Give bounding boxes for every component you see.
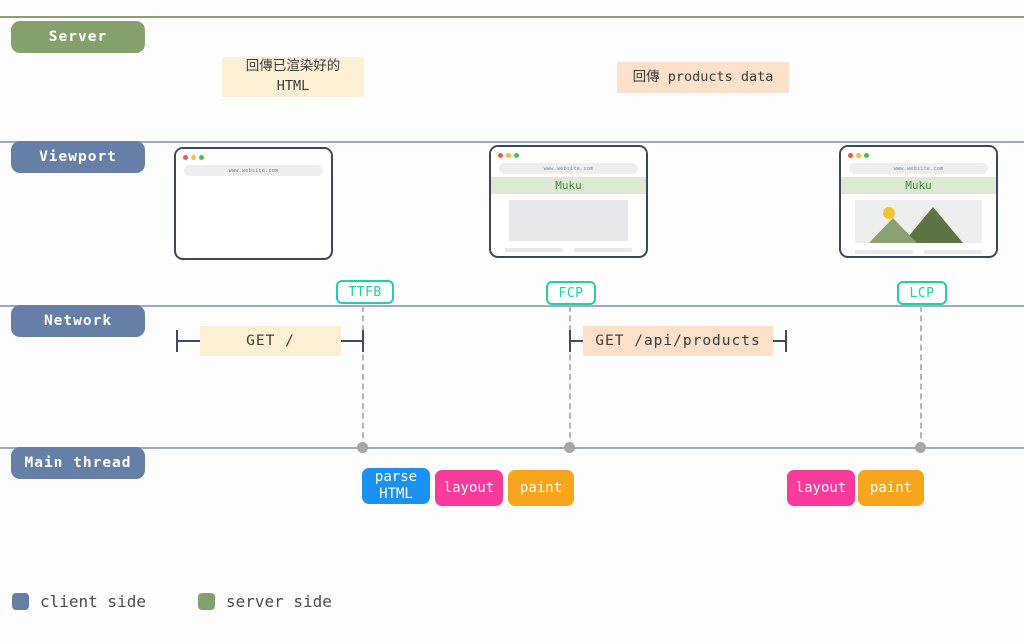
marker-line-ttfb: [362, 296, 364, 448]
main-thread-node-fcp: [564, 442, 575, 453]
browser-url-bar-3: www.website.com: [849, 163, 988, 174]
skeleton-line: [505, 256, 563, 258]
minimize-dot-icon: [191, 154, 196, 160]
hero-placeholder-skeleton: [509, 200, 628, 241]
message-products-response: 回傳 products data: [617, 62, 789, 93]
lane-label-viewport-text: Viewport: [39, 149, 117, 165]
maximize-dot-icon: [514, 152, 519, 158]
lane-line-main-thread: [0, 447, 1024, 449]
message-html-response-line2: HTML: [276, 78, 310, 94]
maximize-dot-icon: [864, 152, 869, 158]
main-thread-node-ttfb: [357, 442, 368, 453]
task-layout-1-text: layout: [443, 479, 495, 496]
metric-badge-lcp: LCP: [897, 281, 947, 305]
text-skeleton-rows-3: [855, 250, 982, 256]
main-thread-task-parse-html: parse HTML: [362, 468, 430, 504]
site-title-banner-3: Muku: [841, 177, 996, 194]
network-request-get-api-products: GET /api/products: [583, 326, 773, 356]
task-layout-2-text: layout: [795, 479, 847, 496]
legend-swatch-server-side: [197, 593, 215, 610]
close-dot-icon: [183, 154, 188, 160]
legend-item-client-side: client side: [12, 592, 146, 611]
text-skeleton-rows-2: [505, 248, 632, 258]
lane-label-server: Server: [11, 21, 145, 53]
network-request-get-root: GET /: [200, 326, 341, 356]
skeleton-line: [574, 256, 632, 258]
skeleton-line: [505, 248, 563, 252]
lane-label-viewport: Viewport: [11, 141, 145, 173]
lane-label-network: Network: [11, 305, 145, 337]
metric-badge-lcp-text: LCP: [909, 285, 935, 301]
browser-url-bar-1: www.website.com: [184, 165, 323, 176]
task-paint-2-text: paint: [869, 479, 913, 496]
lane-label-server-text: Server: [48, 29, 108, 45]
metric-badge-fcp: FCP: [546, 281, 596, 305]
main-thread-task-layout-1: layout: [435, 470, 503, 506]
mountain-front-icon: [869, 218, 917, 243]
text-skeleton-col-right: [574, 248, 632, 258]
close-dot-icon: [498, 152, 503, 158]
browser-mockup-lcp: www.website.com Muku: [839, 145, 998, 258]
close-dot-icon: [848, 152, 853, 158]
maximize-dot-icon: [199, 154, 204, 160]
metric-badge-ttfb: TTFB: [336, 280, 394, 304]
marker-line-fcp: [569, 296, 571, 448]
main-thread-task-paint-2: paint: [858, 470, 924, 506]
main-thread-node-lcp: [915, 442, 926, 453]
minimize-dot-icon: [856, 152, 861, 158]
legend-label-server-side: server side: [225, 592, 332, 611]
browser-chrome-bar-1: [176, 149, 331, 165]
message-html-response-line1: 回傳已渲染好的: [245, 58, 341, 75]
browser-chrome-bar-2: [491, 147, 646, 163]
main-thread-task-layout-2: layout: [787, 470, 855, 506]
marker-line-lcp: [920, 296, 922, 448]
browser-mockup-initial-html: www.website.com: [174, 147, 333, 260]
task-paint-1-text: paint: [519, 479, 563, 496]
legend: client side server side: [12, 592, 332, 611]
site-title-banner-2: Muku: [491, 177, 646, 194]
network-request-get-api-products-text: GET /api/products: [595, 333, 761, 349]
skeleton-line: [855, 250, 913, 254]
message-html-response: 回傳已渲染好的 HTML: [222, 57, 364, 97]
request-end-tick: [785, 330, 787, 352]
main-thread-task-paint-1: paint: [508, 470, 574, 506]
text-skeleton-col-left: [505, 248, 563, 258]
metric-badge-fcp-text: FCP: [558, 285, 584, 301]
text-skeleton-col-right: [924, 250, 982, 256]
network-request-get-root-text: GET /: [246, 333, 295, 349]
skeleton-line: [924, 250, 982, 254]
message-products-response-line1: 回傳 products data: [632, 68, 774, 85]
lane-label-main-thread-text: Main thread: [24, 455, 132, 471]
minimize-dot-icon: [506, 152, 511, 158]
text-skeleton-col-left: [855, 250, 913, 256]
legend-item-server-side: server side: [197, 592, 332, 611]
lane-label-network-text: Network: [43, 313, 113, 329]
skeleton-line: [574, 248, 632, 252]
browser-chrome-bar-3: [841, 147, 996, 163]
legend-swatch-client-side: [12, 593, 29, 610]
task-parse-html-line2: HTML: [379, 486, 413, 502]
lane-line-server: [0, 16, 1024, 18]
lane-label-main-thread: Main thread: [11, 447, 145, 479]
metric-badge-ttfb-text: TTFB: [348, 284, 382, 300]
hero-image-mountains: [855, 200, 982, 243]
browser-mockup-fcp: www.website.com Muku: [489, 145, 648, 258]
sun-icon: [883, 207, 895, 219]
request-end-tick: [362, 330, 364, 352]
task-parse-html-line1: parse: [374, 469, 418, 486]
browser-url-bar-2: www.website.com: [499, 163, 638, 174]
legend-label-client-side: client side: [40, 592, 146, 611]
lane-line-network: [0, 305, 1024, 307]
lane-line-viewport: [0, 141, 1024, 143]
